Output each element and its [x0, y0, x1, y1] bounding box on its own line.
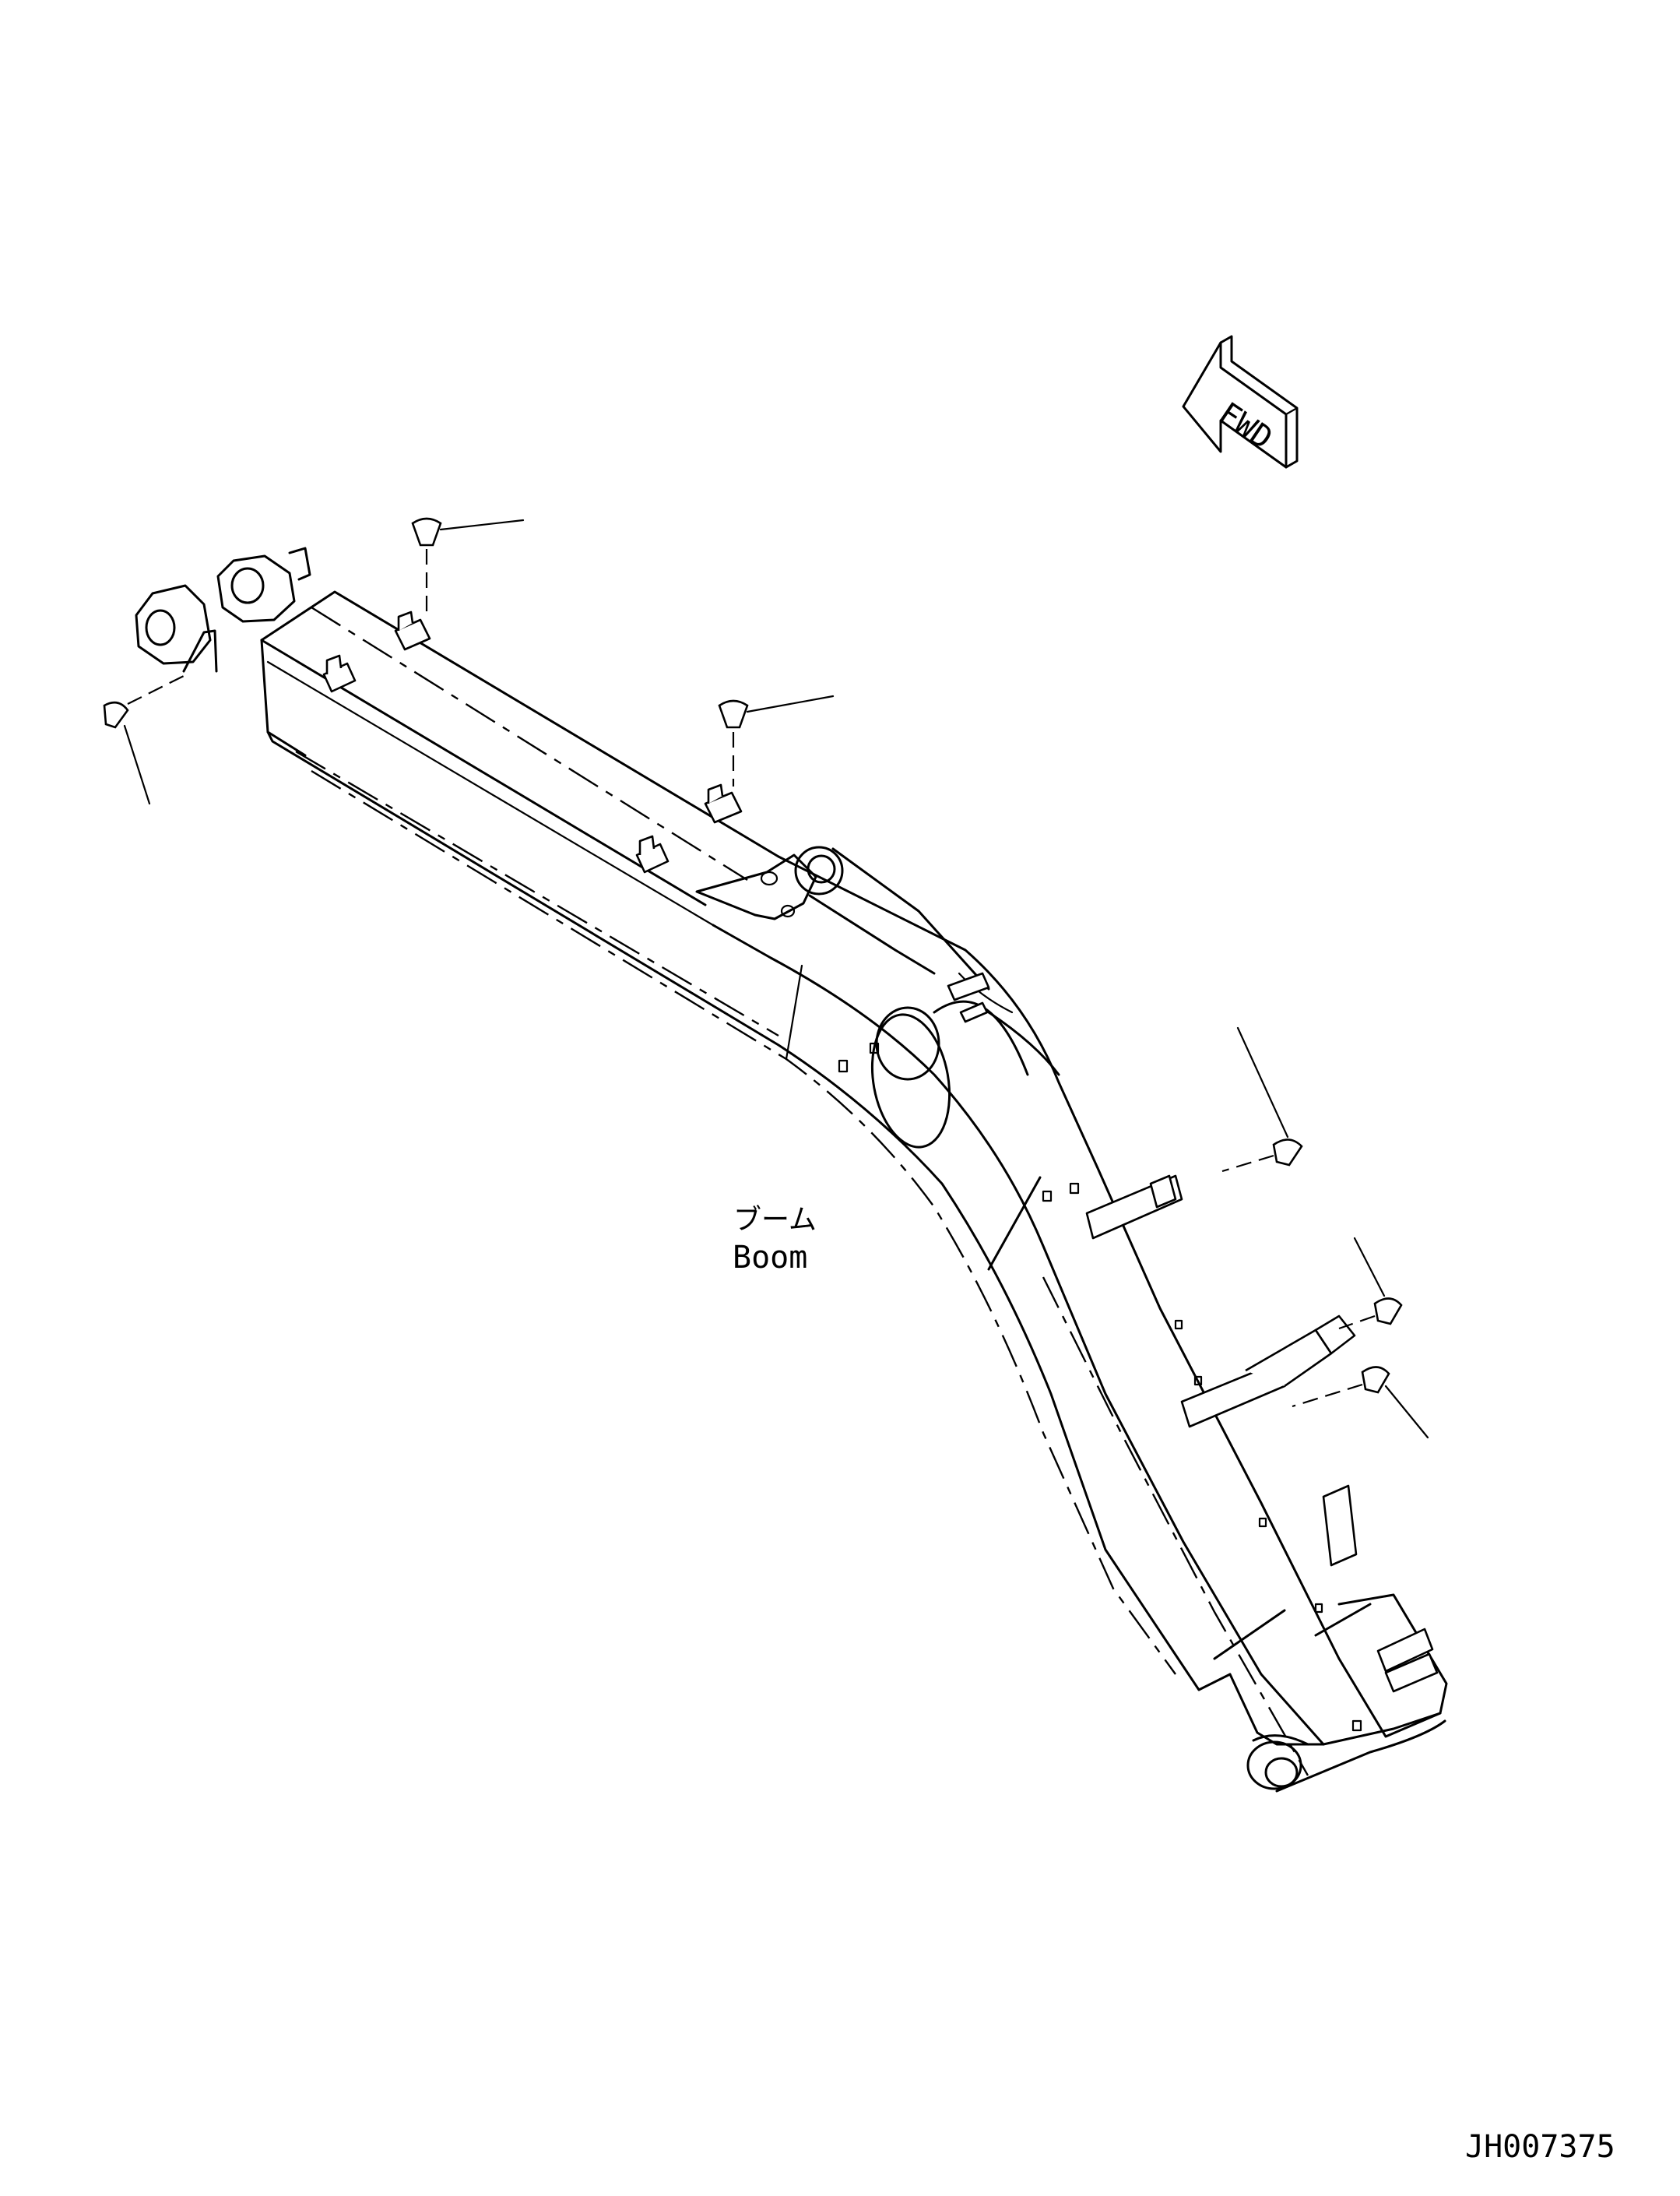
- drawing-code: JH007375: [1465, 2129, 1615, 2165]
- fwd-label: FWD: [1212, 396, 1279, 457]
- grease-fitting-cap-icon: [1272, 1138, 1303, 1167]
- boom-body: [135, 547, 1448, 1793]
- grease-fitting-cap-icon: [411, 517, 442, 547]
- grease-fitting-caps: [103, 517, 1429, 1439]
- grease-fitting-cap-icon: [1361, 1366, 1390, 1394]
- grease-fitting-cap-icon: [1373, 1297, 1403, 1325]
- boom-label-jp: ブーム: [733, 1204, 817, 1236]
- boom-label-en: Boom: [733, 1240, 807, 1276]
- grease-fitting-cap-icon: [103, 701, 129, 729]
- fwd-direction-arrow-icon: FWD: [1182, 335, 1299, 469]
- hose-clamp-brackets: [322, 611, 1439, 1693]
- bolt-marks: [838, 1042, 1362, 1732]
- grease-fitting-cap-icon: [718, 699, 749, 729]
